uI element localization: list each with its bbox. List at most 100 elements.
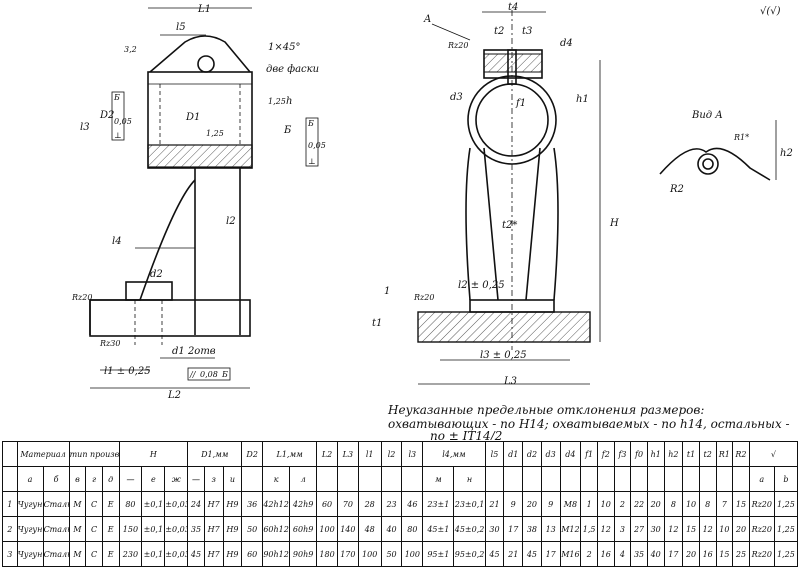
table-cell: 80 (118, 491, 143, 517)
drawing-label: ⊥ (114, 131, 122, 140)
table-cell: 42h9 (289, 491, 318, 517)
dim-t1: t1 (372, 318, 382, 329)
table-cell: Сталь 30Л (42, 541, 70, 567)
drawing-label: 0,05 (308, 141, 326, 150)
table-cell: 70 (336, 491, 359, 517)
table-cell: Rz20 (748, 516, 775, 542)
table-cell: 60h12 (262, 516, 291, 542)
table-cell: 150 (118, 516, 143, 542)
table-cell: 12 (596, 516, 615, 542)
table-cell (401, 466, 424, 492)
dim-t2: t2* (502, 220, 517, 231)
table-cell: 20 (732, 516, 750, 542)
th-t2: t2 (698, 441, 717, 467)
th-R1: R1 (715, 441, 734, 467)
table-cell: M12 (559, 516, 582, 542)
drawing-label: Б (221, 370, 228, 379)
dim-R1: R1* (733, 133, 749, 142)
table-cell: н (453, 466, 486, 492)
th-material: Материал (16, 441, 70, 467)
table-cell: H7 (203, 516, 224, 542)
chamfer-note-2: две фаски (266, 64, 319, 75)
th-h1: h1 (646, 441, 665, 467)
table-cell (2, 441, 18, 467)
table-cell: 36 (241, 491, 264, 517)
view-a-title: Вид А (691, 110, 723, 121)
th-f0: f0 (630, 441, 648, 467)
table-cell: м (422, 466, 455, 492)
table-cell: a (748, 466, 775, 492)
corner-roughness-mark: √(√) (760, 6, 781, 17)
table-cell: — (187, 466, 205, 492)
table-cell (646, 466, 665, 492)
tolerance-notes: Неуказанные предельные отклонения размер… (387, 403, 790, 440)
table-cell: 8 (663, 491, 684, 517)
parameter-table: Материал тип производства H D1,мм D2 L1,… (2, 441, 799, 567)
th-l4: l4,мм (422, 441, 486, 467)
front-view-labels: Rz20 t4 t2 t3 d4 d3 h1 f1 t2* H l2 ± 0,2… (372, 2, 619, 387)
th-h2: h2 (663, 441, 684, 467)
table-cell: 8 (698, 491, 717, 517)
table-cell (241, 466, 264, 492)
dim-D2: D2 (99, 110, 114, 121)
table-cell: M8 (559, 491, 582, 517)
dim-d3: d3 (450, 92, 463, 103)
dim-f1: f1 (515, 98, 526, 109)
table-cell: 27 (630, 516, 648, 542)
table-cell: 15 (715, 541, 734, 567)
th-d3: d3 (540, 441, 561, 467)
table-cell: H9 (222, 491, 243, 517)
table-cell (732, 466, 750, 492)
table-cell: 1,25 (773, 491, 799, 517)
table-cell: 3 (2, 541, 18, 567)
dim-t3: t3 (522, 26, 532, 37)
table-cell (682, 466, 700, 492)
table-cell: 21 (484, 491, 505, 517)
th-l1: l1 (357, 441, 382, 467)
table-cell (580, 466, 598, 492)
table-cell: 48 (357, 516, 382, 542)
table-row-1: 1 Чугун СЧ18 Сталь 30Л М С Е 80 ±0,1 ±0,… (2, 491, 799, 517)
table-cell: b (773, 466, 799, 492)
table-cell: M16 (559, 541, 582, 567)
table-cell: 15 (682, 516, 700, 542)
table-cell: 230 (118, 541, 143, 567)
table-cell: 2 (2, 516, 18, 542)
table-cell: H9 (222, 516, 243, 542)
table-cell: Rz20 (748, 541, 775, 567)
table-cell: б (42, 466, 70, 492)
table-cell (715, 466, 734, 492)
dim-R2: R2 (669, 184, 684, 195)
th-D1: D1,мм (187, 441, 243, 467)
th-t1: t1 (682, 441, 700, 467)
table-cell: 10 (682, 491, 700, 517)
technical-drawing: √(√) l5 L1 3,2 1×45° две фаски (71, 2, 793, 440)
table-cell: 38 (522, 516, 542, 542)
table-cell: 50 (380, 541, 403, 567)
table-cell: 42h12 (262, 491, 291, 517)
drawing-label: Б (113, 93, 120, 102)
th-L3: L3 (336, 441, 359, 467)
table-cell (540, 466, 561, 492)
roughness-rz20-top: Rz20 (447, 41, 468, 50)
table-cell: ±0,03 (164, 491, 189, 517)
drawing-label: // (189, 370, 197, 379)
table-cell: С (85, 541, 103, 567)
th-D2: D2 (241, 441, 264, 467)
table-cell: 50 (241, 516, 264, 542)
left-side-view (89, 7, 253, 389)
dim-t2-top: t2 (494, 26, 504, 37)
table-cell: Rz20 (748, 491, 775, 517)
front-view: A (417, 10, 601, 385)
table-header-row-1: Материал тип производства H D1,мм D2 L1,… (2, 441, 799, 467)
dim-d2: d2 (150, 269, 163, 280)
table-cell: С (85, 491, 103, 517)
table-cell: 16 (596, 541, 615, 567)
dim-L3: L3 (503, 376, 517, 387)
table-cell: а (16, 466, 44, 492)
table-cell: 45 (187, 541, 205, 567)
table-cell (357, 466, 382, 492)
table-cell: 60h9 (289, 516, 318, 542)
table-cell: H7 (203, 541, 224, 567)
note-line-3: по ± IT14/2 (430, 429, 502, 440)
